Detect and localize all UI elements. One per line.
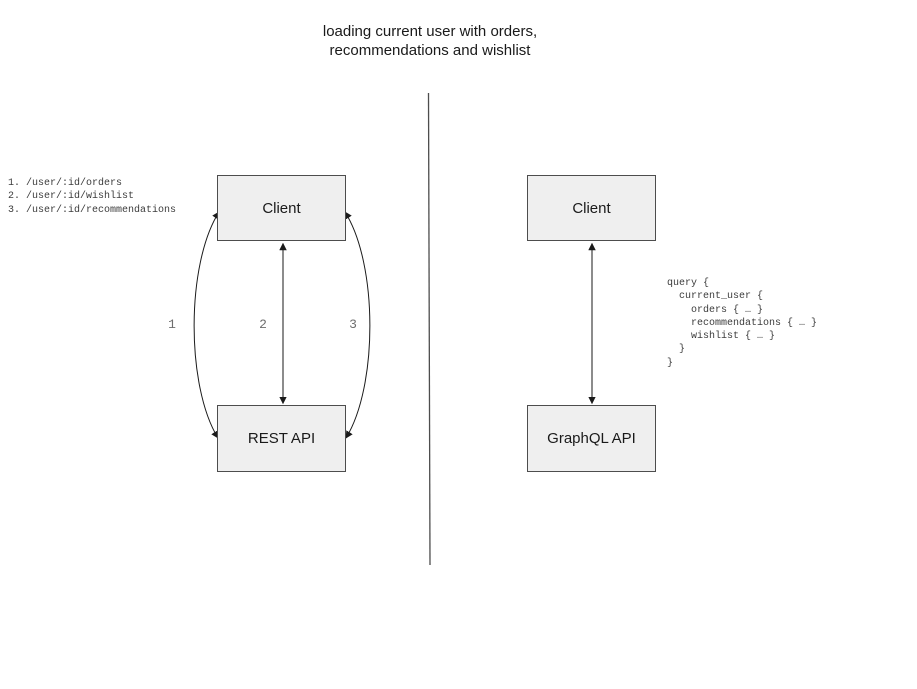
- graphql-query-code: query { current_user { orders { … } reco…: [667, 278, 818, 369]
- rest-endpoints-list: 1. /user/:id/orders 2. /user/:id/wishlis…: [8, 178, 177, 216]
- arrow-label-2: 2: [259, 317, 267, 332]
- client-node-left: Client: [217, 175, 346, 241]
- diagram-title-line2: recommendations and wishlist: [329, 42, 531, 59]
- graphql-api-node: GraphQL API: [527, 405, 656, 472]
- client-node-left-label: Client: [262, 199, 301, 217]
- rest-api-node-label: REST API: [247, 430, 316, 447]
- rest-arrow-1-curve: [193, 211, 220, 439]
- rest-api-node: REST API: [217, 405, 346, 472]
- client-node-right-label: Client: [572, 199, 611, 217]
- divider-line: [427, 92, 431, 566]
- diagram-title: loading current user with orders, recomm…: [130, 22, 730, 60]
- arrow-label-1: 1: [168, 317, 176, 332]
- diagram-title-line1: loading current user with orders,: [322, 23, 538, 40]
- arrow-label-3: 3: [349, 317, 357, 332]
- graphql-api-node-label: GraphQL API: [547, 430, 636, 447]
- client-node-right: Client: [527, 175, 656, 241]
